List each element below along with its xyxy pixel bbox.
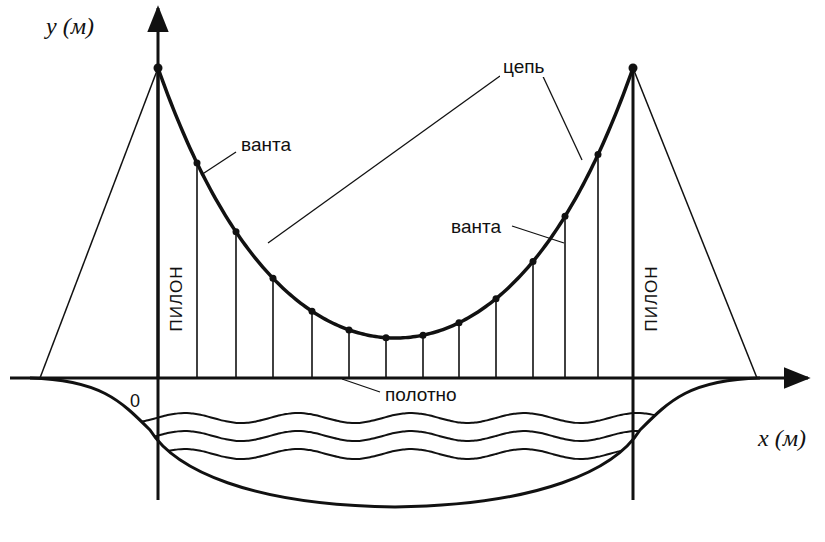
origin-label: 0 [130, 392, 140, 410]
water-waves [100, 413, 697, 459]
stay-left [40, 68, 158, 378]
hangers [197, 155, 598, 378]
axis-label: x (м) [758, 426, 806, 450]
part-label: цепь [500, 56, 547, 77]
pylon-right [632, 68, 635, 500]
pylon-left [157, 68, 160, 500]
axis-label: y (м) [46, 14, 94, 38]
river-bed [30, 378, 760, 507]
chain-curve [158, 68, 633, 338]
part-label: ПИЛОН [168, 265, 185, 331]
leader-lines [201, 70, 582, 392]
x-axis [10, 377, 808, 380]
part-label: ПИЛОН [643, 265, 660, 331]
pylon-top [154, 64, 163, 73]
pylon-top [629, 64, 638, 73]
part-label: ванта [238, 134, 294, 155]
part-label: ванта [448, 216, 504, 237]
chain-joints [194, 151, 602, 341]
stay-right [633, 68, 757, 378]
part-label: полотно [382, 384, 460, 405]
